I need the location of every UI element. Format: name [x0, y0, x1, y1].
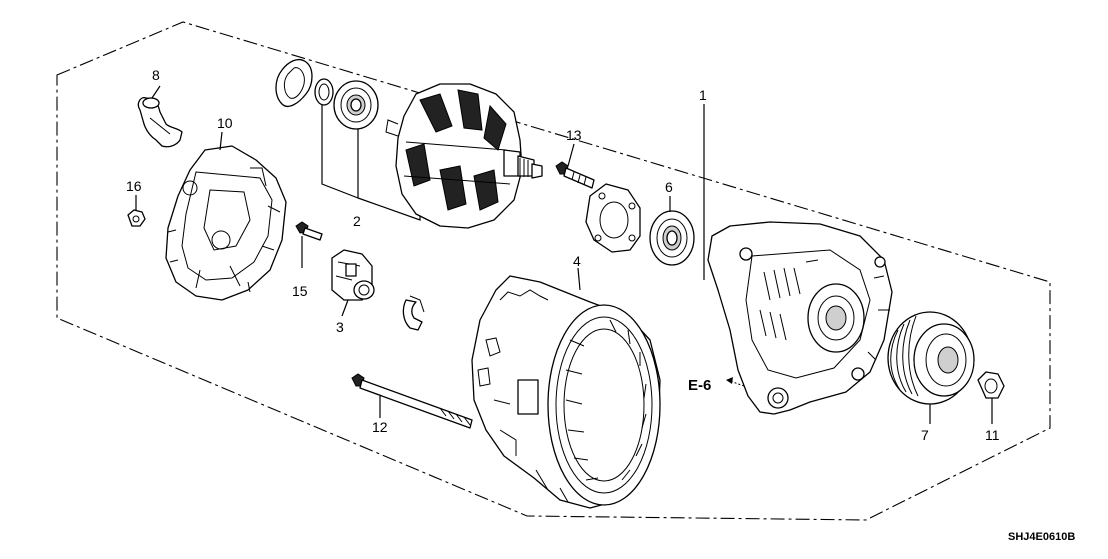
label-12: 12 — [372, 419, 388, 435]
label-4: 4 — [573, 253, 581, 269]
label-6: 6 — [665, 179, 673, 195]
part-brush-holder — [331, 249, 375, 301]
part-bolt-13 — [555, 161, 595, 189]
part-retainer-plate — [585, 183, 641, 253]
drawing-code: SHJ4E0610B — [1008, 531, 1075, 543]
label-8: 10 — [217, 115, 233, 131]
reference-label: E-6 — [688, 377, 711, 394]
part-through-bolt — [351, 373, 473, 429]
part-drive-end-frame — [707, 221, 893, 415]
label-1: 1 — [699, 87, 707, 103]
label-15: 15 — [292, 283, 308, 299]
part-washer — [314, 78, 334, 106]
part-stator-housing — [471, 275, 661, 509]
part-rear-cover — [165, 145, 287, 301]
part-seal-ring — [275, 58, 313, 108]
label-10: 7 — [921, 427, 929, 443]
reference-arrow — [726, 377, 745, 387]
part-clip — [402, 295, 425, 331]
label-16: 16 — [126, 178, 142, 194]
part-terminal-insulator — [137, 97, 183, 148]
label-3: 3 — [336, 319, 344, 335]
part-rotor — [385, 83, 543, 229]
part-bolt-short — [295, 221, 323, 241]
label-13: 13 — [566, 127, 582, 143]
leader-lines — [135, 85, 993, 424]
part-front-bearing — [649, 210, 695, 266]
part-nut-small — [127, 209, 146, 227]
part-pulley — [887, 311, 975, 405]
label-7: 8 — [152, 67, 160, 83]
label-11: 11 — [985, 427, 1000, 443]
part-pulley-nut — [977, 371, 1005, 399]
label-2: 2 — [353, 213, 361, 229]
assembly-boundary — [56, 21, 1051, 521]
part-rear-bearing — [333, 80, 379, 130]
